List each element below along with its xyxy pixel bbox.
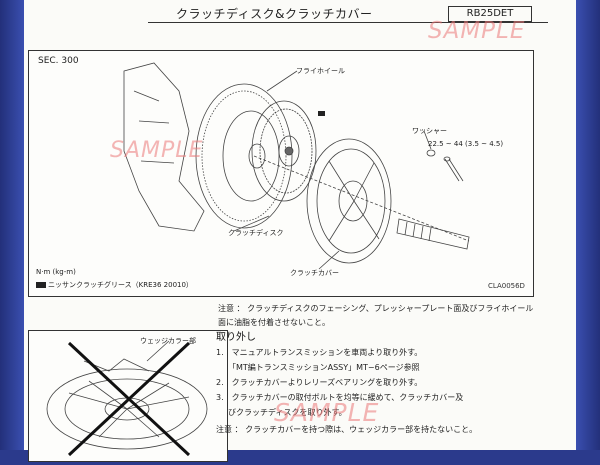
step-3-cont: びクラッチディスクを取り外す。 — [228, 408, 347, 417]
grease-note-text: ニッサンクラッチグリース（KRE36 20010） — [48, 281, 193, 289]
caution-note-bottom: 注意 ： クラッチカバーを持つ際は、ウェッジカラー部を持たないこと。 — [216, 425, 478, 434]
watermark-2: SAMPLE — [110, 138, 204, 163]
step-3: 3. クラッチカバーの取付ボルトを均等に緩めて、クラッチカバー及 — [216, 393, 464, 402]
grease-symbol — [36, 282, 46, 288]
page-title: クラッチディスク&クラッチカバー — [176, 7, 373, 21]
removal-figure — [28, 330, 228, 462]
removal-heading: 取り外し — [216, 332, 256, 343]
label-flywheel: フライホイール — [296, 67, 345, 75]
label-torque: 22.5 ~ 44 (3.5 ~ 4.5) — [428, 140, 504, 148]
label-wedge-collar: ウェッジカラー部 — [140, 337, 196, 345]
figure-code: CLA0056D — [488, 282, 525, 290]
removal-steps: 1. マニュアルトランスミッションを車両より取り外す。 「MT編トランスミッショ… — [216, 345, 546, 420]
step-1-reference: 「MT編トランスミッションASSY」MT−6ページ参照 — [228, 363, 420, 372]
header-rule — [148, 22, 548, 23]
grease-note: ニッサンクラッチグリース（KRE36 20010） — [36, 280, 193, 290]
left-binding-edge — [0, 0, 24, 450]
exploded-view-figure — [28, 50, 534, 297]
exploded-view-drawing — [123, 62, 470, 270]
caution-note-top: 注意 ： クラッチディスクのフェーシング、プレッシャープレート面及びフライホイー… — [218, 304, 534, 327]
label-washer: ワッシャー — [412, 127, 447, 135]
removal-drawing — [46, 340, 208, 457]
right-binding-edge — [576, 0, 600, 450]
watermark-1: SAMPLE — [428, 18, 526, 44]
watermark-3: SAMPLE — [274, 398, 380, 427]
step-1: 1. マニュアルトランスミッションを車両より取り外す。 — [216, 348, 423, 357]
section-number: SEC. 300 — [38, 56, 79, 66]
label-clutch-disc: クラッチディスク — [228, 229, 284, 237]
unit-note: N·m (kg-m) — [36, 268, 76, 276]
label-clutch-cover: クラッチカバー — [290, 269, 339, 277]
step-2: 2. クラッチカバーよりレリーズベアリングを取り外す。 — [216, 378, 423, 387]
engine-code-box: RB25DET — [448, 6, 532, 22]
